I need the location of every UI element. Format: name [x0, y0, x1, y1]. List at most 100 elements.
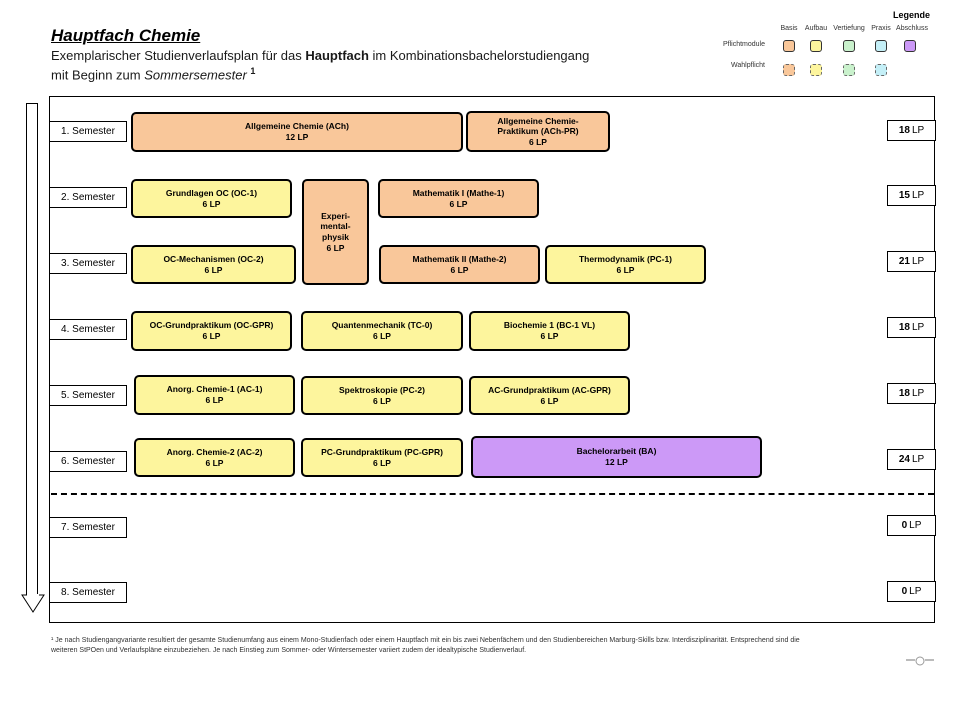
module-lp: 12 LP — [285, 132, 309, 142]
module-name: OC-Mechanismen (OC-2) — [163, 253, 264, 264]
lp-unit: LP — [909, 520, 922, 531]
lp-value: 0 — [901, 520, 908, 531]
module-lp: 6 LP — [373, 457, 391, 468]
module-name: Anorg. Chemie-2 (AC-2) — [166, 446, 263, 457]
subtitle-emphasis: Hauptfach — [305, 48, 369, 63]
module-name: Mathematik I (Mathe-1) — [412, 187, 505, 198]
lp-value: 0 — [901, 586, 908, 597]
subtitle-text: mit Beginn zum — [51, 67, 145, 83]
module-pc-grundpraktikum[interactable]: PC-Grundpraktikum (PC-GPR) 6 LP — [301, 438, 463, 477]
module-lp: 6 LP — [202, 198, 221, 209]
module-lp: 6 LP — [616, 264, 635, 275]
semester-label-6: 6. Semester — [49, 451, 127, 472]
plan-frame — [49, 96, 935, 623]
module-biochemie-1[interactable]: Biochemie 1 (BC-1 VL) 6 LP — [469, 311, 630, 351]
module-lp: 6 LP — [204, 264, 223, 275]
module-spektroskopie[interactable]: Spektroskopie (PC-2) 6 LP — [301, 376, 463, 415]
semester-label-1: 1. Semester — [49, 121, 127, 142]
legend-swatch-aufbau-wahl — [810, 64, 822, 76]
subtitle-line-2: mit Beginn zum Sommersemester 1 — [51, 66, 255, 82]
module-name: Allgemeine Chemie (ACh) — [245, 121, 349, 132]
module-name: Grundlagen OC (OC-1) — [165, 187, 258, 198]
lp-unit: LP — [911, 256, 925, 267]
footnote-line-1: ¹ Je nach Studiengangvariante resultiert… — [51, 636, 931, 646]
module-name: Praktikum (ACh-PR) — [497, 126, 579, 137]
module-name: Biochemie 1 (BC-1 VL) — [503, 320, 596, 331]
university-logo-icon — [906, 656, 934, 666]
subtitle-line-1: Exemplarischer Studienverlaufsplan für d… — [51, 48, 589, 63]
module-grundlagen-oc[interactable]: Grundlagen OC (OC-1) 6 LP — [131, 179, 292, 218]
module-name: Allgemeine Chemie- — [497, 115, 579, 126]
module-lp: 6 LP — [326, 242, 345, 253]
module-anorg-chemie-1[interactable]: Anorg. Chemie-1 (AC-1) 6 LP — [134, 375, 295, 415]
lp-value: 15 — [898, 190, 910, 201]
module-name: OC-Grundpraktikum (OC-GPR) — [149, 320, 274, 331]
subtitle-semester: Sommersemester — [144, 67, 247, 83]
module-thermodynamik[interactable]: Thermodynamik (PC-1) 6 LP — [545, 245, 706, 284]
module-name: Experi- — [321, 210, 350, 221]
footnote-text: Je nach Studiengangvariante resultiert d… — [55, 637, 800, 644]
module-oc-mechanismen[interactable]: OC-Mechanismen (OC-2) 6 LP — [131, 245, 296, 284]
lp-unit: LP — [911, 125, 925, 136]
legend-swatch-basis-wahl — [783, 64, 795, 76]
legend-swatch-praxis-pflicht — [875, 40, 887, 52]
lp-value: 18 — [898, 322, 910, 333]
lp-unit: LP — [911, 388, 925, 399]
module-quantenmechanik[interactable]: Quantenmechanik (TC-0) 6 LP — [301, 311, 463, 351]
optional-semester-divider — [51, 493, 934, 495]
module-lp: 6 LP — [205, 395, 224, 405]
module-name: AC-Grundpraktikum (AC-GPR) — [488, 384, 611, 395]
legend-swatch-vertiefung-wahl — [843, 64, 855, 76]
module-name: PC-Grundpraktikum (PC-GPR) — [321, 446, 443, 457]
module-bachelorarbeit[interactable]: Bachelorarbeit (BA) 12 LP — [471, 436, 762, 478]
lp-value: 21 — [898, 256, 910, 267]
module-oc-grundpraktikum[interactable]: OC-Grundpraktikum (OC-GPR) 6 LP — [131, 311, 292, 351]
module-lp: 6 LP — [373, 331, 391, 341]
module-lp: 6 LP — [540, 395, 559, 406]
lp-value: 18 — [898, 388, 910, 399]
legend-column-basis: Basis — [780, 25, 798, 32]
module-name: physik — [322, 232, 349, 242]
legend-swatch-aufbau-pflicht — [810, 40, 822, 52]
footnote-marker: 1 — [250, 66, 256, 76]
module-lp: 6 LP — [202, 331, 221, 341]
subtitle-text: im Kombinationsbachelorstudiengang — [368, 48, 590, 63]
module-name: mental- — [320, 221, 351, 232]
module-experimentalphysik[interactable]: Experi- mental- physik 6 LP — [302, 179, 369, 285]
subtitle-text: Exemplarischer Studienverlaufsplan für d… — [51, 48, 306, 63]
lp-unit: LP — [911, 190, 925, 201]
module-name: Quantenmechanik (TC-0) — [331, 320, 433, 331]
module-allgemeine-chemie-praktikum[interactable]: Allgemeine Chemie- Praktikum (ACh-PR) 6 … — [466, 111, 610, 152]
module-mathematik-1[interactable]: Mathematik I (Mathe-1) 6 LP — [378, 179, 539, 218]
module-name: Spektroskopie (PC-2) — [339, 384, 425, 395]
module-lp: 6 LP — [373, 395, 391, 406]
footnote-line-2: weiteren StPOen und Verlaufspläne einzub… — [51, 647, 527, 655]
module-allgemeine-chemie[interactable]: Allgemeine Chemie (ACh) 12 LP — [131, 112, 463, 152]
legend-swatch-praxis-wahl — [875, 64, 887, 76]
module-lp: 6 LP — [205, 457, 224, 468]
semester-label-8: 8. Semester — [49, 582, 127, 603]
module-ac-grundpraktikum[interactable]: AC-Grundpraktikum (AC-GPR) 6 LP — [469, 376, 630, 415]
module-mathematik-2[interactable]: Mathematik II (Mathe-2) 6 LP — [379, 245, 540, 284]
module-name: Bachelorarbeit (BA) — [576, 446, 657, 457]
module-lp: 6 LP — [450, 264, 469, 275]
lp-unit: LP — [911, 454, 925, 465]
lp-value: 18 — [898, 125, 910, 136]
legend-title: Legende — [893, 10, 931, 20]
semester-label-7: 7. Semester — [49, 517, 127, 538]
legend-swatch-vertiefung-pflicht — [843, 40, 855, 52]
module-lp: 6 LP — [529, 136, 547, 147]
semester-label-2: 2. Semester — [49, 187, 127, 208]
module-anorg-chemie-2[interactable]: Anorg. Chemie-2 (AC-2) 6 LP — [134, 438, 295, 477]
legend-swatch-abschluss-pflicht — [904, 40, 916, 52]
module-lp: 12 LP — [605, 457, 628, 467]
module-name: Thermodynamik (PC-1) — [578, 253, 673, 264]
